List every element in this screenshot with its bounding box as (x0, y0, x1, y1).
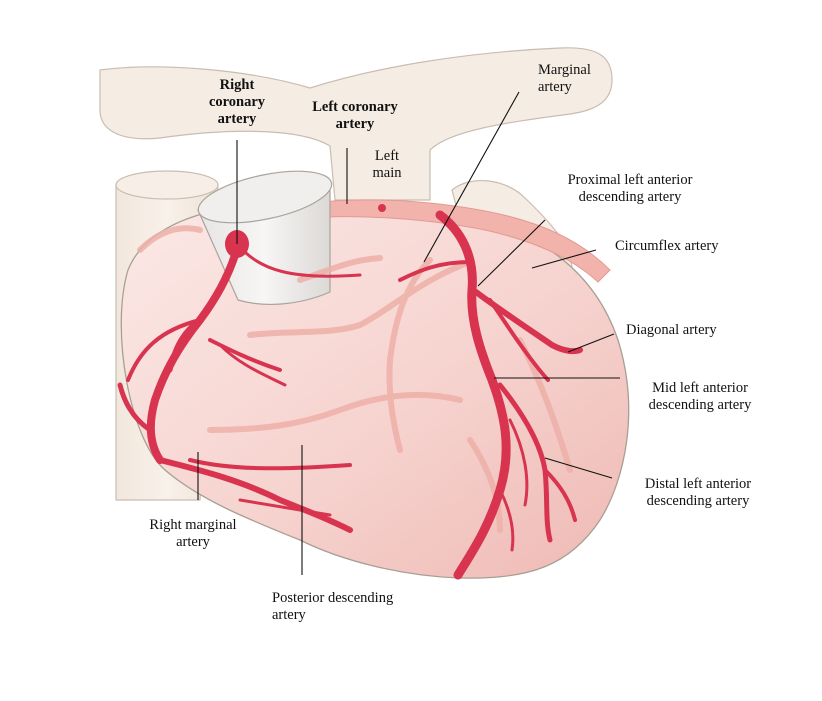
label-right-coronary-artery: Right coronary artery (188, 77, 286, 128)
vena-cava-top (116, 171, 218, 199)
label-marginal-artery: Marginal artery (538, 62, 591, 96)
label-left-main: Left main (365, 148, 409, 182)
label-proximal-lad: Proximal left anterior descending artery (530, 172, 730, 206)
label-right-marginal-artery: Right marginal artery (128, 517, 258, 551)
label-left-coronary-artery: Left coronary artery (299, 99, 411, 133)
label-circumflex-artery: Circumflex artery (615, 238, 718, 255)
label-distal-lad: Distal left anterior descending artery (612, 476, 784, 510)
left-main-dot (378, 204, 386, 212)
label-mid-lad: Mid left anterior descending artery (620, 380, 780, 414)
label-diagonal-artery: Diagonal artery (626, 322, 717, 339)
label-posterior-descending-artery: Posterior descending artery (272, 590, 393, 624)
